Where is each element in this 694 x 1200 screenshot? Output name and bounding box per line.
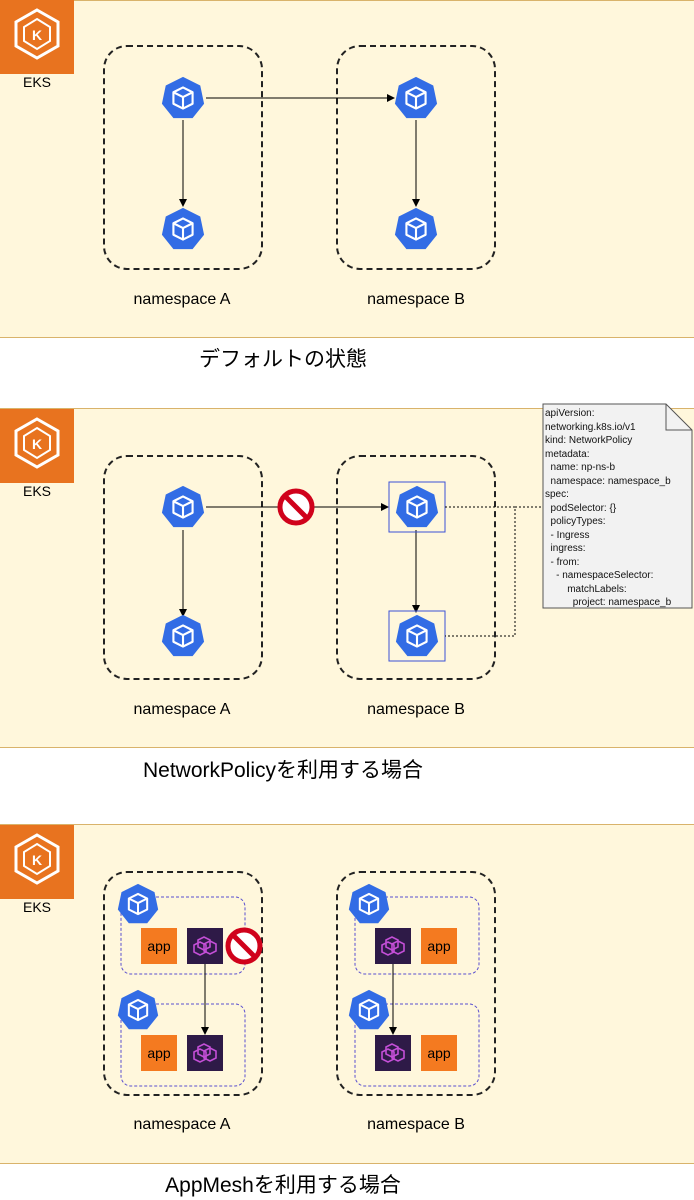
- kubernetes-pod-icon: [394, 484, 440, 529]
- section-caption: デフォルトの状態: [199, 348, 367, 371]
- kubernetes-pod-icon: [394, 613, 440, 658]
- policy-link-line: [445, 506, 516, 637]
- kubernetes-pod-icon: [393, 206, 439, 251]
- network-policy-yaml: apiVersion: networking.k8s.io/v1 kind: N…: [545, 408, 672, 608]
- envoy-proxy-icon: [187, 928, 223, 964]
- namespace-b-label: namespace B: [367, 291, 465, 308]
- kubernetes-pod-icon: [347, 988, 391, 1031]
- pod-boundary: [120, 1003, 246, 1087]
- pod-boundary: [354, 896, 480, 975]
- eks-logo-icon: K: [0, 409, 74, 483]
- namespace-b-box: [336, 45, 496, 270]
- namespace-b-box: [336, 455, 496, 680]
- policy-note-shape: [542, 403, 693, 609]
- envoy-proxy-icon: [187, 1035, 223, 1071]
- svg-text:K: K: [32, 852, 42, 868]
- pod-boundary: [354, 1003, 480, 1087]
- app-container: app: [141, 928, 177, 964]
- svg-text:K: K: [32, 436, 42, 452]
- envoy-proxy-icon: [375, 928, 411, 964]
- namespace-a-label: namespace A: [133, 291, 231, 308]
- eks-label: EKS: [22, 483, 51, 499]
- eks-logo-icon: K: [0, 0, 74, 74]
- prohibited-icon: [280, 491, 312, 523]
- namespace-b-box: [336, 871, 496, 1096]
- kubernetes-pod-icon: [160, 613, 206, 658]
- namespace-b-label: namespace B: [367, 1116, 465, 1133]
- eks-logo-icon: K: [0, 825, 74, 899]
- app-container: app: [421, 928, 457, 964]
- kubernetes-pod-icon: [160, 484, 206, 529]
- namespace-a-label: namespace A: [133, 1116, 231, 1133]
- app-container: app: [141, 1035, 177, 1071]
- kubernetes-pod-icon: [393, 75, 439, 120]
- namespace-a-box: [103, 45, 263, 270]
- namespace-a-label: namespace A: [133, 701, 231, 718]
- section-caption: AppMeshを利用する場合: [165, 1174, 401, 1197]
- kubernetes-pod-icon: [116, 882, 160, 925]
- kubernetes-pod-icon: [347, 882, 391, 925]
- namespace-b-label: namespace B: [367, 701, 465, 718]
- eks-label: EKS: [22, 74, 51, 90]
- kubernetes-pod-icon: [116, 988, 160, 1031]
- envoy-proxy-icon: [375, 1035, 411, 1071]
- section-caption: NetworkPolicyを利用する場合: [142, 759, 424, 782]
- eks-label: EKS: [22, 899, 51, 915]
- kubernetes-pod-icon: [160, 206, 206, 251]
- namespace-a-box: [103, 455, 263, 680]
- app-container: app: [421, 1035, 457, 1071]
- kubernetes-pod-icon: [160, 75, 206, 120]
- namespace-a-box: [103, 871, 263, 1096]
- pod-boundary: [120, 896, 246, 975]
- prohibited-icon: [228, 930, 260, 962]
- svg-text:K: K: [32, 27, 42, 43]
